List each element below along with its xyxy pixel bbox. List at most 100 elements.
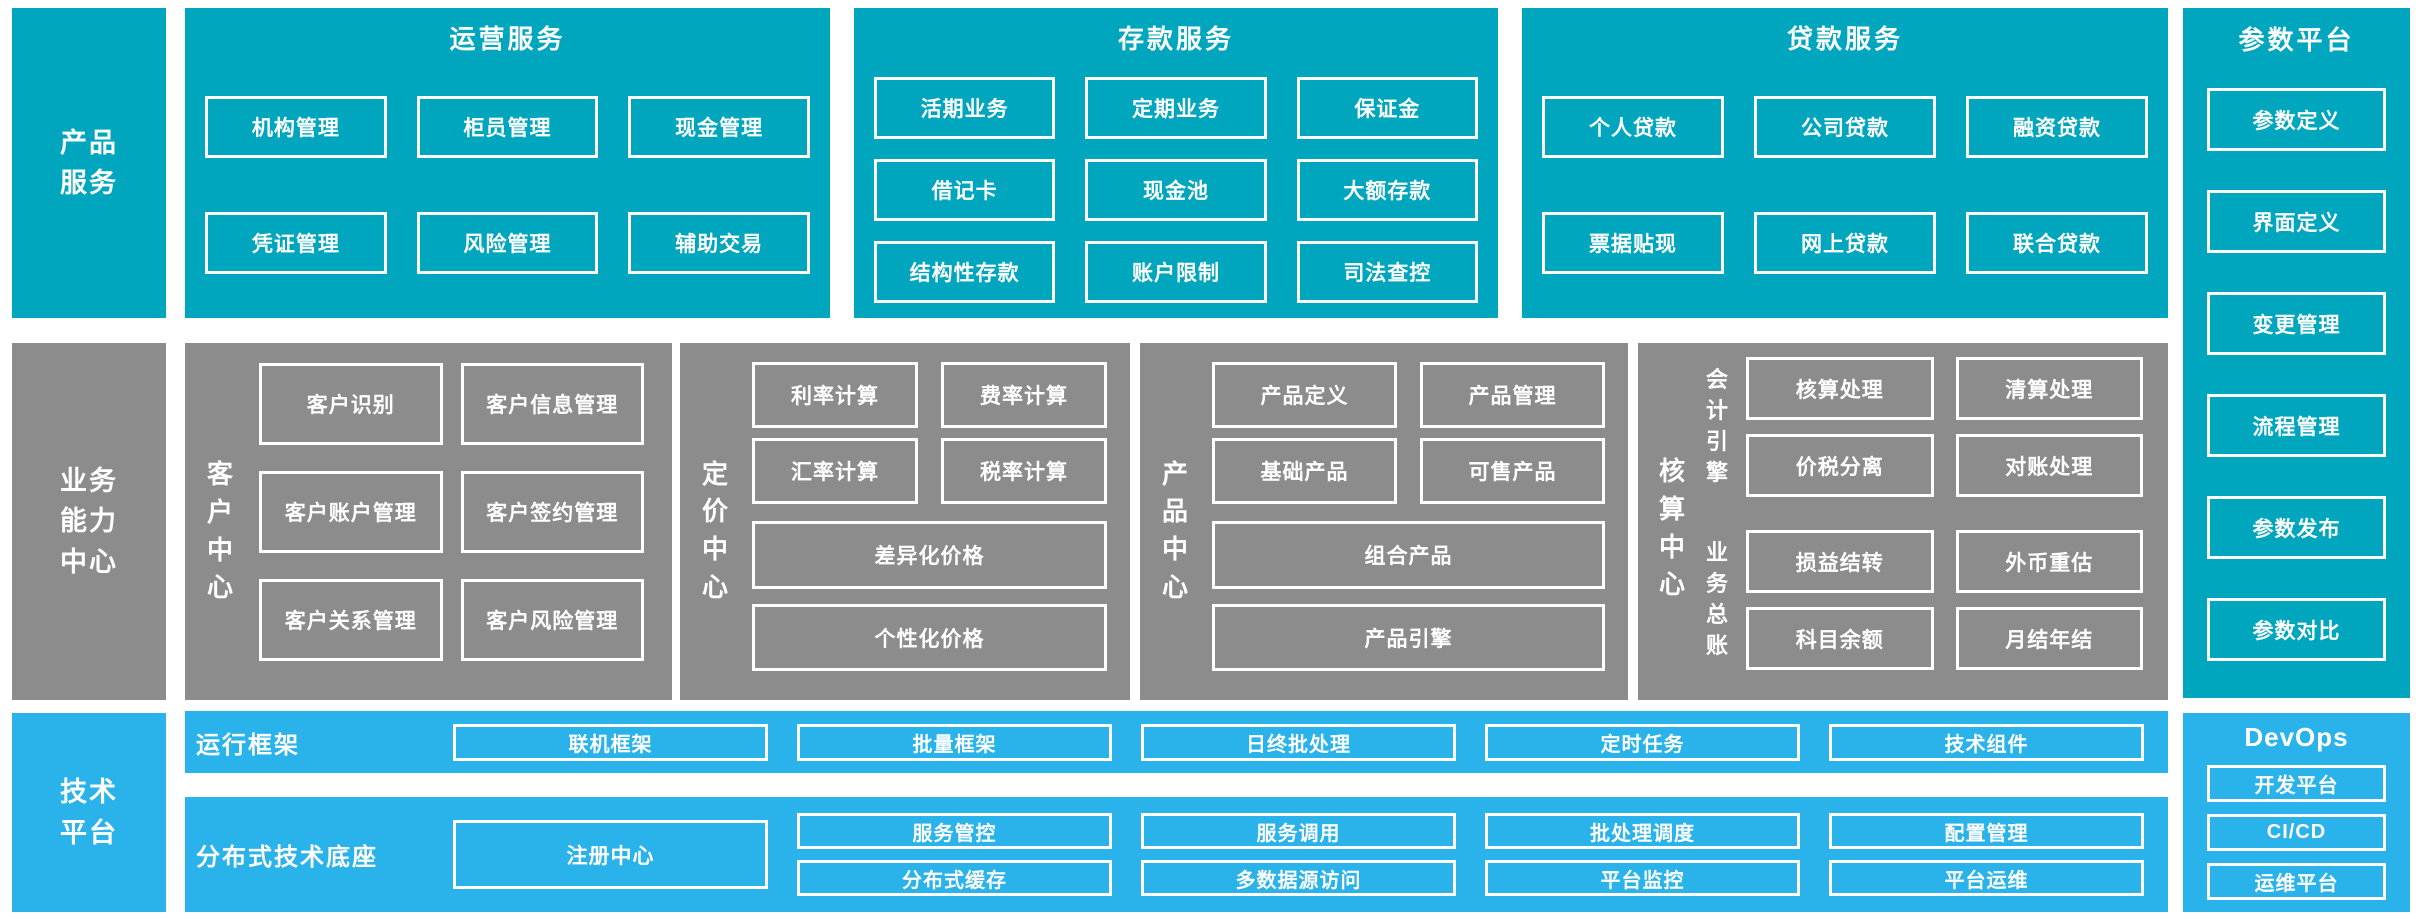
arch-box: 活期业务 — [874, 77, 1056, 139]
section-loan-services: 贷款服务 个人贷款 公司贷款 融资贷款 票据贴现 网上贷款 联合贷款 — [1522, 8, 2168, 318]
arch-box: 批处理调度 — [1485, 813, 1800, 849]
arch-box: 费率计算 — [941, 362, 1107, 428]
accounting-engine-group: 会 计 引 擎 核算处理 清算处理 价税分离 对账处理 — [1696, 357, 2143, 497]
group-vertical-label: 会 计 引 擎 — [1696, 357, 1738, 497]
section-vertical-label-text: 核 算 中 心 — [1658, 456, 1685, 600]
arch-box: 差异化价格 — [752, 521, 1107, 589]
band-label-product-services-text: 产品 服务 — [60, 123, 118, 204]
arch-box: 司法查控 — [1296, 241, 1478, 303]
section-deposit-services: 存款服务 活期业务 定期业务 保证金 借记卡 现金池 大额存款 结构性存款 账户… — [854, 8, 1498, 318]
section-vertical-label-text: 产 品 中 心 — [1161, 458, 1188, 602]
arch-box: 批量框架 — [797, 723, 1112, 761]
arch-box: 联合贷款 — [1966, 212, 2148, 274]
arch-box: 客户签约管理 — [460, 471, 644, 553]
section-title: DevOps — [2244, 722, 2349, 752]
section-box-grid: 联机框架 批量框架 日终批处理 定时任务 技术组件 — [453, 723, 2144, 761]
section-box-grid: 个人贷款 公司贷款 融资贷款 票据贴现 网上贷款 联合贷款 — [1542, 96, 2148, 274]
section-box-grid: 核算处理 清算处理 价税分离 对账处理 — [1746, 357, 2143, 497]
arch-box: 界面定义 — [2207, 190, 2386, 253]
arch-box: 配置管理 — [1829, 813, 2144, 849]
arch-box: 现金池 — [1085, 159, 1267, 221]
arch-box: 借记卡 — [874, 159, 1056, 221]
section-distributed-tech-base: 分布式技术底座 注册中心 服务管控 服务调用 批处理调度 配置管理 分布式缓存 … — [185, 797, 2168, 912]
section-runtime-framework: 运行框架 联机框架 批量框架 日终批处理 定时任务 技术组件 — [185, 711, 2168, 773]
arch-box: 定期业务 — [1085, 77, 1267, 139]
row-title: 运行框架 — [196, 731, 300, 759]
arch-box: CI/CD — [2207, 814, 2386, 851]
section-vertical-label-text: 定 价 中 心 — [701, 458, 728, 602]
arch-box: 凭证管理 — [205, 212, 387, 274]
section-product-center: 产 品 中 心 产品定义 产品管理 基础产品 可售产品 组合产品 产品引擎 — [1140, 343, 1628, 700]
arch-box: 运维平台 — [2207, 863, 2386, 900]
arch-box: 融资贷款 — [1966, 96, 2148, 158]
arch-box: 柜员管理 — [416, 96, 599, 158]
arch-box: 机构管理 — [205, 96, 387, 158]
section-vertical-label: 产 品 中 心 — [1152, 362, 1198, 700]
arch-box: 风险管理 — [416, 212, 599, 274]
section-title: 存款服务 — [1117, 24, 1234, 54]
section-pricing-center: 定 价 中 心 利率计算 费率计算 汇率计算 税率计算 差异化价格 个性化价格 — [680, 343, 1130, 700]
arch-box: 科目余额 — [1746, 607, 1934, 670]
section-devops: DevOps 开发平台 CI/CD 运维平台 — [2183, 713, 2410, 912]
arch-box: 大额存款 — [1296, 159, 1478, 221]
band-label-business-capability: 业务 能力 中心 — [12, 343, 166, 700]
label-line: 产品 — [60, 127, 118, 158]
arch-box: 产品定义 — [1212, 362, 1397, 428]
accounting-groups: 会 计 引 擎 核算处理 清算处理 价税分离 对账处理 业 务 总 账 损益结转… — [1696, 357, 2143, 700]
arch-box: 定时任务 — [1485, 723, 1800, 761]
group-vertical-label-text: 业 务 总 账 — [1705, 540, 1728, 658]
section-box-grid: 损益结转 外币重估 科目余额 月结年结 — [1746, 530, 2143, 670]
label-line: 平台 — [60, 817, 118, 848]
arch-box: 对账处理 — [1955, 434, 2143, 497]
section-parameter-platform: 参数平台 参数定义 界面定义 变更管理 流程管理 参数发布 参数对比 — [2183, 8, 2410, 698]
section-vertical-label-text: 客 户 中 心 — [206, 459, 233, 603]
arch-box: 开发平台 — [2207, 765, 2386, 802]
arch-box: 平台运维 — [1829, 860, 2144, 896]
arch-box: 客户风险管理 — [460, 579, 644, 661]
group-vertical-label-text: 会 计 引 擎 — [1705, 367, 1728, 485]
arch-box: 多数据源访问 — [1141, 860, 1456, 896]
arch-box: 注册中心 — [453, 820, 768, 889]
section-box-grid: 活期业务 定期业务 保证金 借记卡 现金池 大额存款 结构性存款 账户限制 司法… — [874, 77, 1478, 303]
arch-box: 结构性存款 — [874, 241, 1056, 303]
section-box-grid: 服务管控 服务调用 批处理调度 配置管理 分布式缓存 多数据源访问 平台监控 平… — [797, 813, 2144, 896]
section-box-grid: 产品定义 产品管理 基础产品 可售产品 组合产品 产品引擎 — [1212, 362, 1605, 700]
section-vertical-label: 核 算 中 心 — [1648, 357, 1696, 700]
arch-box: 服务管控 — [797, 813, 1112, 849]
arch-box: 客户关系管理 — [259, 579, 443, 661]
arch-box: 个性化价格 — [752, 604, 1107, 671]
arch-box: 账户限制 — [1085, 241, 1267, 303]
band-label-product-services: 产品 服务 — [12, 8, 166, 318]
section-box-grid: 利率计算 费率计算 汇率计算 税率计算 差异化价格 个性化价格 — [752, 362, 1107, 700]
business-ledger-group: 业 务 总 账 损益结转 外币重估 科目余额 月结年结 — [1696, 530, 2143, 670]
band-label-tech-platform-text: 技术 平台 — [60, 772, 118, 853]
section-box-grid: 客户识别 客户信息管理 客户账户管理 客户签约管理 客户关系管理 客户风险管理 — [259, 363, 644, 700]
section-vertical-label: 定 价 中 心 — [692, 362, 738, 700]
arch-box: 保证金 — [1296, 77, 1478, 139]
arch-box: 技术组件 — [1829, 723, 2144, 761]
arch-box: 核算处理 — [1746, 357, 1934, 420]
arch-box: 价税分离 — [1746, 434, 1934, 497]
section-customer-center: 客 户 中 心 客户识别 客户信息管理 客户账户管理 客户签约管理 客户关系管理… — [185, 343, 672, 700]
arch-box: 组合产品 — [1212, 521, 1605, 589]
label-line: 能力 — [60, 506, 118, 537]
arch-box: 参数对比 — [2207, 598, 2386, 661]
arch-box: 外币重估 — [1955, 530, 2143, 593]
label-line: 技术 — [60, 777, 118, 807]
arch-box: 利率计算 — [752, 362, 918, 428]
section-accounting-center: 核 算 中 心 会 计 引 擎 核算处理 清算处理 价税分离 对账处理 业 务 … — [1638, 343, 2168, 700]
arch-box: 票据贴现 — [1542, 212, 1724, 274]
arch-box: 网上贷款 — [1754, 212, 1936, 274]
arch-box: 可售产品 — [1420, 438, 1605, 504]
arch-box: 参数定义 — [2207, 88, 2386, 151]
label-line: 中心 — [60, 546, 118, 577]
arch-box: 公司贷款 — [1754, 96, 1936, 158]
arch-box: 客户信息管理 — [460, 363, 644, 445]
arch-box: 变更管理 — [2207, 292, 2386, 355]
label-line: 服务 — [60, 168, 118, 198]
arch-box: 汇率计算 — [752, 438, 918, 504]
section-title: 贷款服务 — [1786, 24, 1903, 54]
arch-box: 基础产品 — [1212, 438, 1397, 504]
group-vertical-label: 业 务 总 账 — [1696, 530, 1738, 670]
